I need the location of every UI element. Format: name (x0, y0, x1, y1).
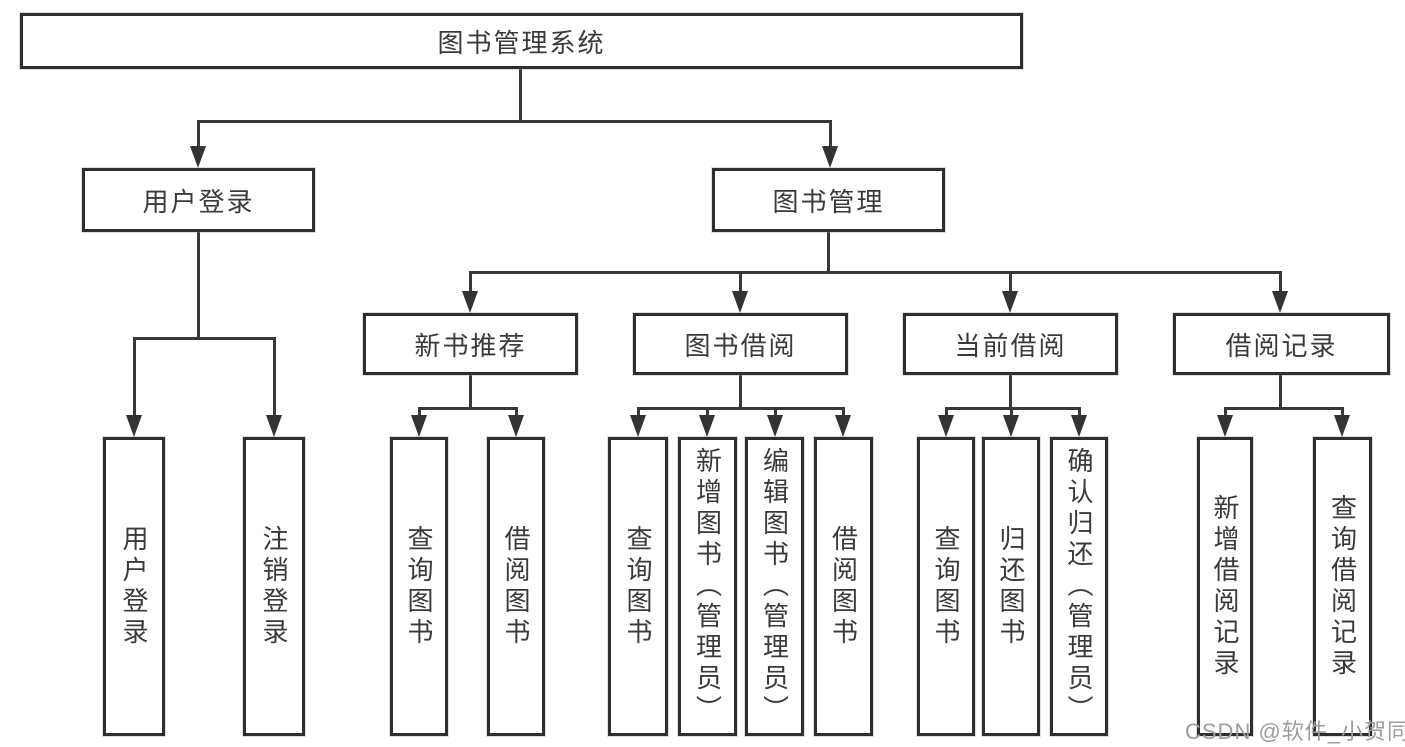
leaf-label: 查询图书 (931, 524, 961, 649)
connector-line (1010, 407, 1013, 419)
connector-line (637, 407, 640, 419)
connector-line (739, 375, 742, 409)
leaf-label: 查询图书 (404, 524, 434, 649)
connector-line (197, 120, 832, 123)
arrowhead-icon (1217, 415, 1233, 437)
leaf-label: 借阅图书 (501, 524, 531, 649)
leaf-query-borrow-record: 查询借阅记录 (1313, 437, 1372, 736)
leaf-query-books-3: 查询图书 (917, 437, 975, 736)
leaf-logout: 注销登录 (243, 437, 305, 736)
leaf-borrow-books-1: 借阅图书 (487, 437, 545, 736)
connector-line (1224, 407, 1227, 419)
connector-line (273, 337, 276, 417)
node-borrow-records: 借阅记录 (1173, 313, 1390, 375)
connector-line (739, 271, 742, 295)
leaf-label: 用户登录 (119, 524, 149, 649)
leaf-borrow-books-2: 借阅图书 (814, 437, 873, 736)
connector-line (774, 407, 777, 419)
arrowhead-icon (699, 415, 715, 437)
leaf-edit-books-admin: 编辑图书（管理员） (745, 437, 804, 736)
arrowhead-icon (411, 415, 427, 437)
leaf-label: 新增借阅记录 (1210, 493, 1240, 680)
arrowhead-icon (938, 415, 954, 437)
arrowhead-icon (1003, 415, 1019, 437)
arrowhead-icon (508, 415, 524, 437)
arrowhead-icon (190, 146, 206, 168)
arrowhead-icon (1272, 291, 1288, 313)
connector-line (1009, 271, 1012, 295)
connector-line (418, 407, 421, 419)
connector-line (469, 271, 1282, 274)
connector-line (706, 407, 709, 419)
node-label: 用户登录 (142, 186, 255, 217)
connector-line (197, 232, 200, 337)
arrowhead-icon (767, 415, 783, 437)
connector-line (1279, 271, 1282, 295)
arrowhead-icon (732, 291, 748, 313)
leaf-label: 注销登录 (259, 524, 289, 649)
arrowhead-icon (835, 415, 851, 437)
leaf-label: 归还图书 (996, 524, 1026, 649)
node-label: 当前借阅 (954, 330, 1067, 361)
connector-line (1009, 375, 1012, 409)
leaf-query-books-1: 查询图书 (390, 437, 448, 736)
node-current-borrow: 当前借阅 (903, 313, 1118, 375)
leaf-add-borrow-record: 新增借阅记录 (1197, 437, 1253, 736)
leaf-return-books: 归还图书 (982, 437, 1040, 736)
arrowhead-icon (126, 415, 142, 437)
node-user-login: 用户登录 (82, 168, 315, 232)
connector-line (945, 407, 1081, 410)
arrowhead-icon (1071, 415, 1087, 437)
leaf-label: 确认归还（管理员） (1064, 447, 1094, 726)
arrowhead-icon (630, 415, 646, 437)
arrowhead-icon (266, 415, 282, 437)
connector-line (1078, 407, 1081, 419)
leaf-add-books-admin: 新增图书（管理员） (678, 437, 737, 736)
leaf-query-books-2: 查询图书 (608, 437, 668, 736)
connector-line (827, 232, 830, 273)
connector-line (469, 271, 472, 295)
connector-line (519, 69, 522, 120)
leaf-label: 查询图书 (623, 524, 653, 649)
connector-line (133, 337, 136, 417)
connector-line (197, 120, 200, 150)
connector-line (829, 120, 832, 150)
leaf-label: 编辑图书（管理员） (759, 447, 790, 726)
connector-line (418, 407, 518, 410)
connector-line (1341, 407, 1344, 419)
node-label: 借阅记录 (1225, 330, 1338, 361)
leaf-label: 借阅图书 (828, 524, 859, 649)
node-book-borrow: 图书借阅 (633, 313, 848, 375)
csdn-watermark: CSDN @软件_小贺同学 (1185, 719, 1405, 744)
connector-line (515, 407, 518, 419)
connector-line (469, 375, 472, 409)
leaf-user-login: 用户登录 (103, 437, 165, 736)
connector-line (133, 337, 276, 340)
node-label: 图书管理系统 (437, 27, 606, 58)
connector-line (1279, 375, 1282, 409)
node-new-book-recommend: 新书推荐 (363, 313, 578, 375)
arrowhead-icon (1002, 291, 1018, 313)
leaf-label: 新增图书（管理员） (692, 447, 723, 726)
arrowhead-icon (462, 291, 478, 313)
node-label: 图书借阅 (684, 330, 797, 361)
arrowhead-icon (822, 146, 838, 168)
connector-line (637, 407, 845, 410)
node-label: 新书推荐 (414, 330, 527, 361)
leaf-confirm-return-admin: 确认归还（管理员） (1050, 437, 1108, 736)
leaf-label: 查询借阅记录 (1327, 493, 1358, 680)
arrowhead-icon (1334, 415, 1350, 437)
node-book-management: 图书管理 (712, 168, 945, 232)
connector-line (945, 407, 948, 419)
connector-line (842, 407, 845, 419)
connector-line (1224, 407, 1344, 410)
node-label: 图书管理 (772, 186, 885, 217)
node-root-system: 图书管理系统 (20, 13, 1023, 69)
